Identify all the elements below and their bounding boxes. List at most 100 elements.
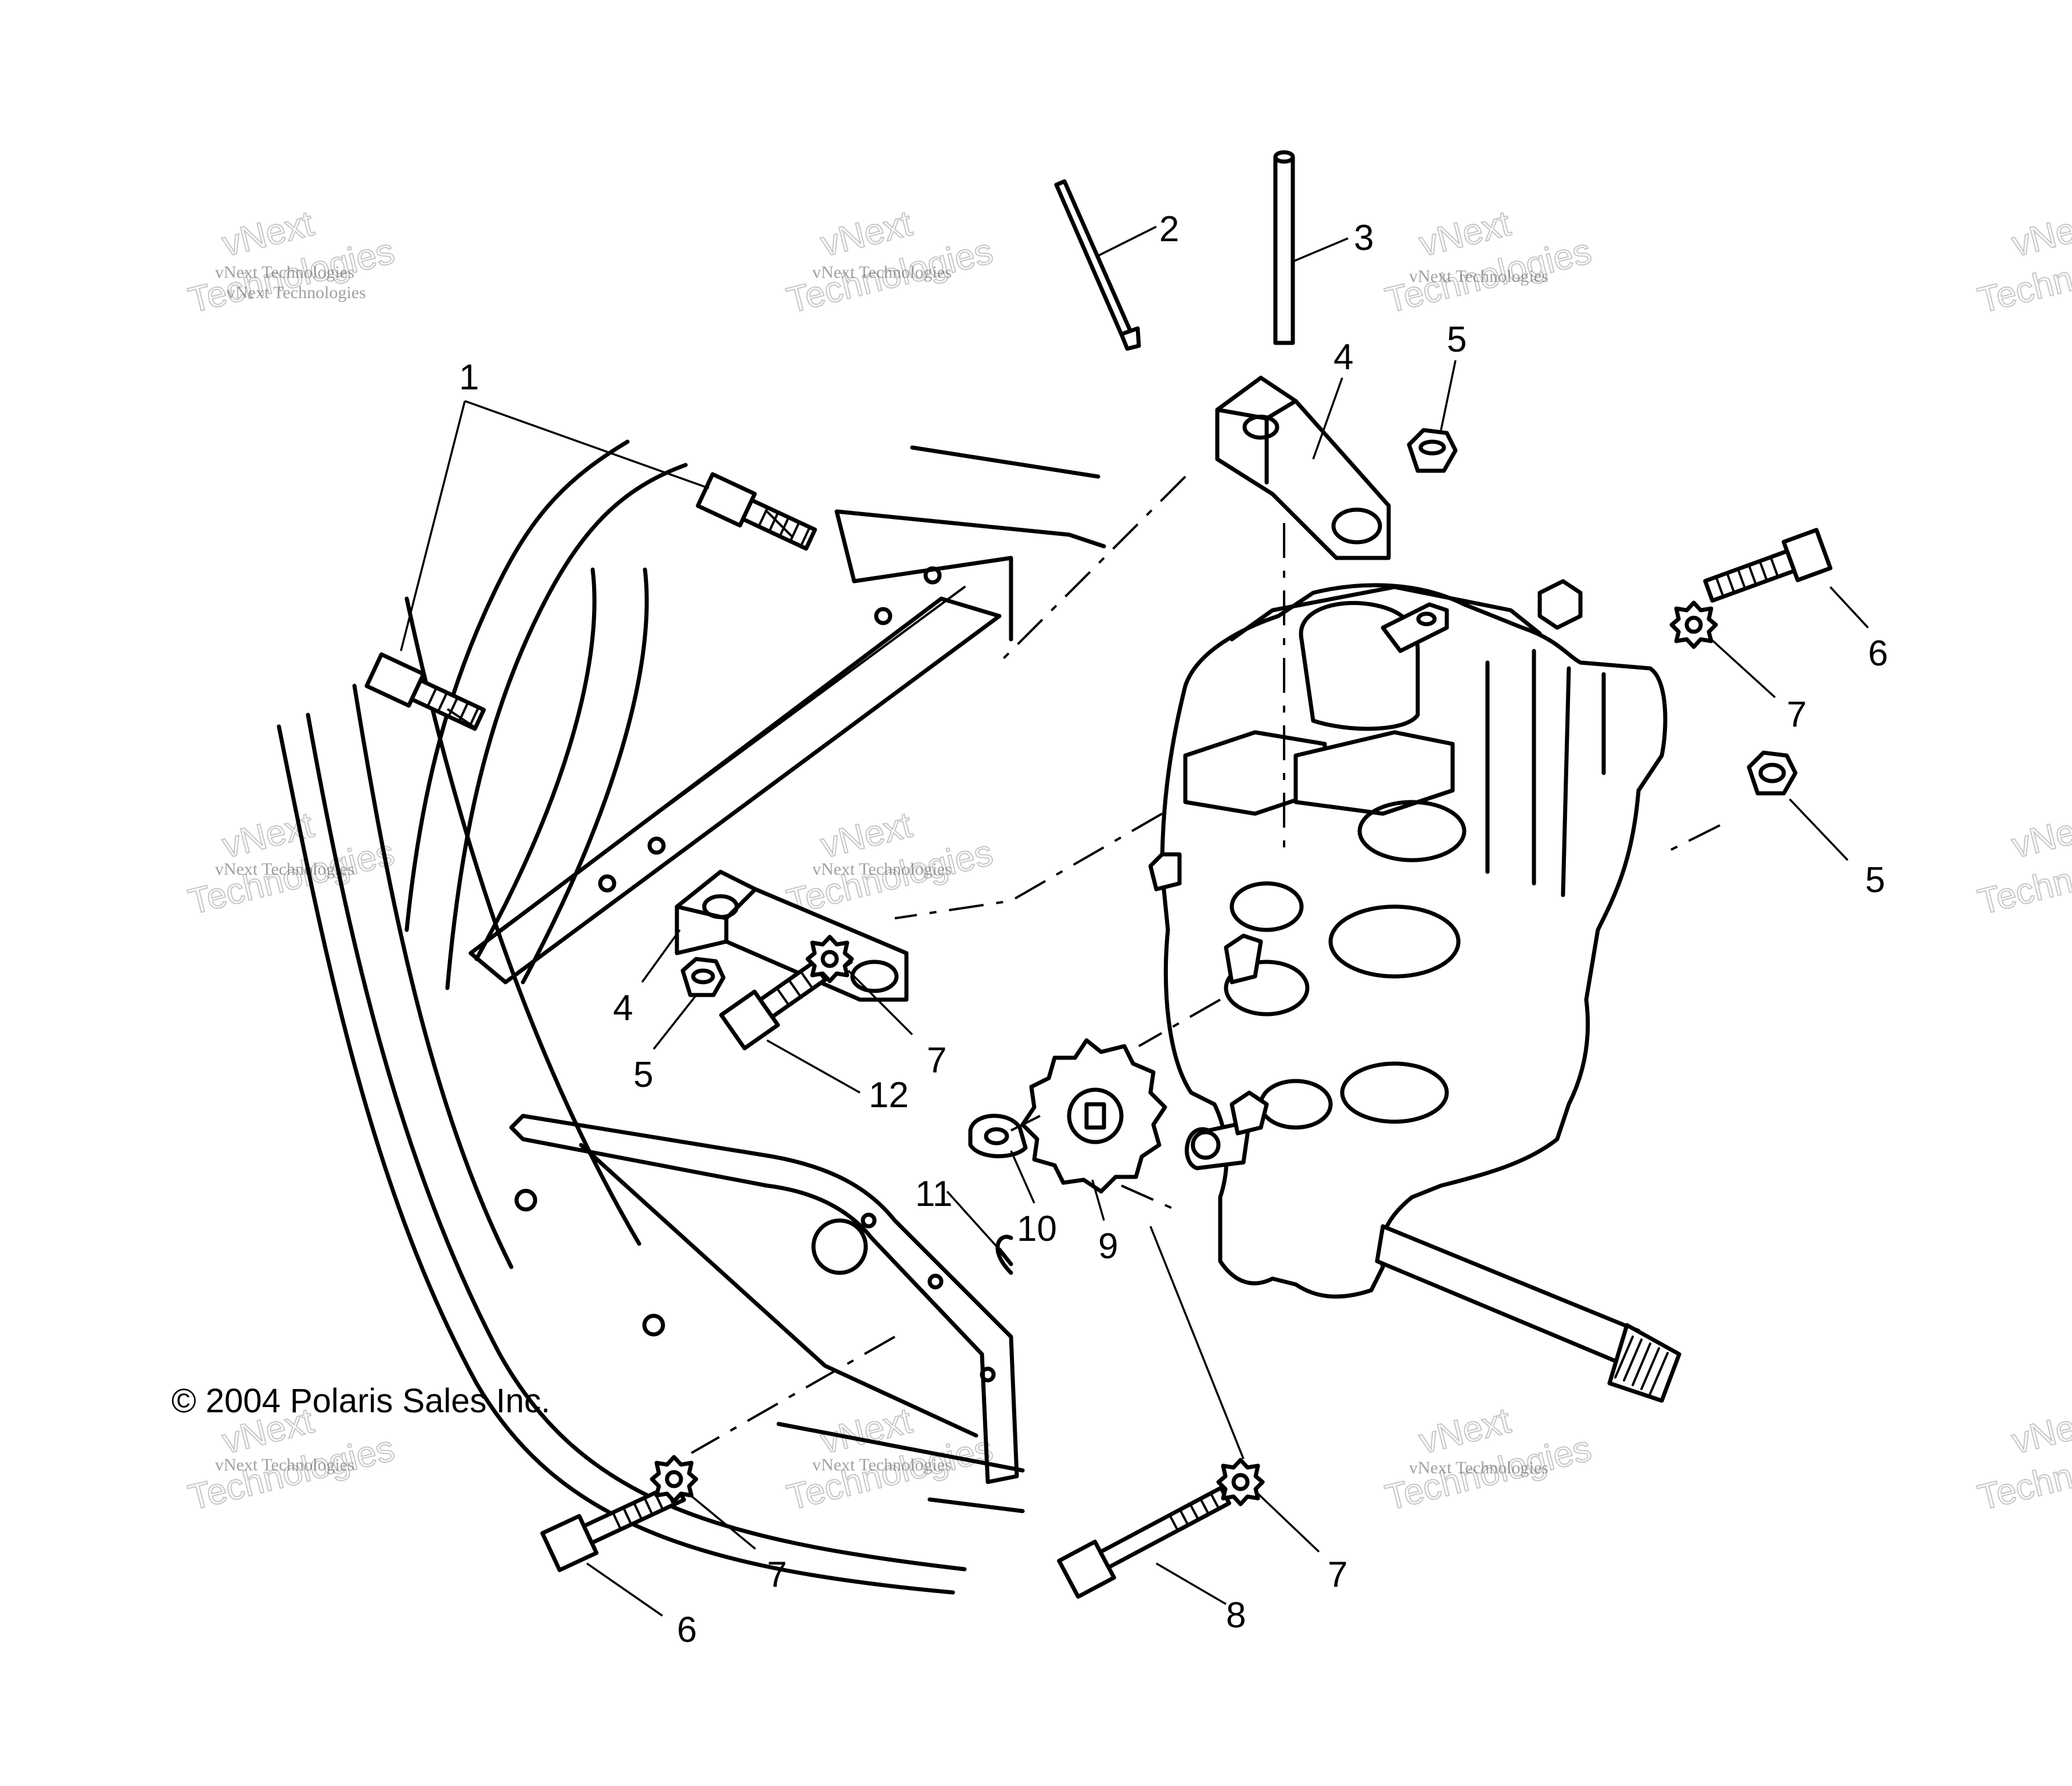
watermark-small: vNext Technologies — [215, 263, 354, 282]
leader-1 — [400, 400, 709, 652]
nut-hole — [691, 968, 715, 985]
washer-body — [650, 1455, 698, 1504]
washer-hole — [1684, 615, 1703, 634]
washer-body — [805, 935, 854, 983]
callout-5-left: 5 — [633, 1055, 653, 1095]
assembly-lines — [446, 475, 1720, 1454]
washer-body — [1669, 600, 1718, 649]
sprocket-teeth — [1020, 1038, 1167, 1194]
callout-6-bottom: 6 — [677, 1610, 697, 1650]
watermark-4: vNext Technologies — [184, 804, 399, 923]
clip-11 — [995, 1234, 1013, 1275]
leader-11 — [946, 1190, 1001, 1251]
leader-2 — [1098, 226, 1157, 257]
watermark-small: vNext Technologies — [215, 1455, 354, 1474]
callout-10: 10 — [1017, 1209, 1057, 1249]
watermark-big-top: vNext — [2008, 805, 2072, 866]
frame-rail-inner — [306, 713, 967, 1572]
watermark-8: vNext Technologies — [783, 1400, 998, 1519]
frame-upright-4 — [521, 567, 649, 985]
watermark-big-top: vNext — [2008, 203, 2072, 264]
gearcase-block-2 — [1293, 730, 1455, 816]
callout-2: 2 — [1159, 209, 1179, 249]
output-shaft — [1375, 1224, 1641, 1368]
gearcase-top-lid — [1229, 585, 1542, 642]
frame-hole — [598, 874, 616, 893]
assembly-line — [1121, 1184, 1174, 1210]
frame-upright-2 — [445, 463, 688, 990]
washer-7-right — [1669, 600, 1718, 649]
leader-7-bottom-right — [1257, 1492, 1320, 1553]
sprocket-keyway — [1084, 1102, 1106, 1130]
bracket-4-top — [1215, 375, 1391, 560]
nut-body — [680, 957, 726, 997]
callout-4-left: 4 — [613, 988, 633, 1028]
leader-8-line — [1149, 1226, 1245, 1459]
callout-12: 12 — [869, 1075, 909, 1115]
assembly-line — [894, 813, 1163, 919]
gearcase-stud — [1537, 579, 1583, 630]
callout-5-top: 5 — [1447, 320, 1467, 360]
gearcase-lobe — [1224, 960, 1310, 1017]
leader-5-top — [1440, 360, 1457, 431]
watermark-3: vNext Technologies — [1381, 203, 1596, 321]
output-shaft-spline — [1607, 1323, 1682, 1403]
bracket-hole — [850, 960, 899, 993]
frame-hole — [861, 1212, 877, 1229]
gearcase-stud — [1224, 933, 1263, 985]
gearcase — [1148, 579, 1682, 1403]
frame-hole — [927, 1273, 944, 1290]
bolt-thread — [611, 1487, 675, 1531]
leader-3 — [1292, 237, 1349, 263]
watermark-big-top: vNext — [2008, 1401, 2072, 1462]
washer-hole — [820, 950, 839, 968]
watermark-small: vNext Technologies — [812, 1455, 952, 1474]
callout-8: 8 — [1226, 1595, 1246, 1635]
nut-5-right — [1747, 750, 1798, 796]
washer-7-bottom-right — [1216, 1458, 1265, 1506]
watermarks: vNext Technologies vNext Technologies vN… — [184, 203, 2072, 1519]
bracket-4-left — [675, 869, 909, 1002]
bolt-6-right — [1703, 528, 1833, 603]
watermark-small: vNext Technologies — [1409, 267, 1548, 286]
chassis-frame — [277, 439, 1106, 1595]
assembly-line — [998, 475, 1186, 664]
watermark-2: vNext Technologies — [783, 203, 998, 321]
nut-body — [1747, 750, 1798, 796]
leader-6-bottom — [586, 1562, 663, 1617]
callout-7-left: 7 — [927, 1040, 947, 1080]
leader-4-left — [641, 929, 681, 983]
nut-5-top — [1407, 428, 1458, 473]
gearcase-lobe — [1340, 1061, 1449, 1124]
frame-crossbar — [468, 596, 1002, 985]
watermark-small: vNext Technologies — [215, 860, 354, 879]
bolt-thread — [757, 506, 811, 547]
leader-7-bottom-left — [687, 1492, 757, 1550]
pin-2-tip — [1119, 326, 1141, 351]
nut-hole — [1758, 763, 1786, 783]
frame-upright-3 — [474, 567, 597, 961]
leader-lines — [400, 226, 1869, 1617]
rod-3-top — [1273, 150, 1295, 164]
leader-5-right — [1788, 798, 1849, 861]
leader-4-top — [1312, 377, 1343, 460]
bolt-thread — [776, 953, 838, 1007]
watermark-9: vNext Technologies — [1381, 1400, 1596, 1519]
gearcase-tab-hole — [1416, 611, 1437, 627]
assembly-line — [691, 1336, 895, 1454]
callout-3: 3 — [1354, 218, 1374, 258]
callout-5-right: 5 — [1865, 860, 1885, 900]
bracket-hole — [702, 894, 739, 919]
nut-5-left — [680, 957, 726, 997]
callouts: 1 2 3 4 5 6 7 5 4 5 7 12 9 10 11 7 8 6 7 — [459, 209, 1888, 1650]
watermark-edge-2: vNext Technologies — [1974, 804, 2072, 923]
frame-hole — [514, 1189, 537, 1212]
frame-rail-2 — [352, 683, 514, 1269]
watermark-small: vNext Technologies — [1409, 1458, 1548, 1477]
assembly-line — [1661, 824, 1720, 856]
washer-hole — [1231, 1473, 1250, 1491]
gearcase-lobe — [1229, 881, 1304, 932]
washer-10 — [968, 1114, 1028, 1158]
frame-top-bracket — [834, 509, 1013, 642]
